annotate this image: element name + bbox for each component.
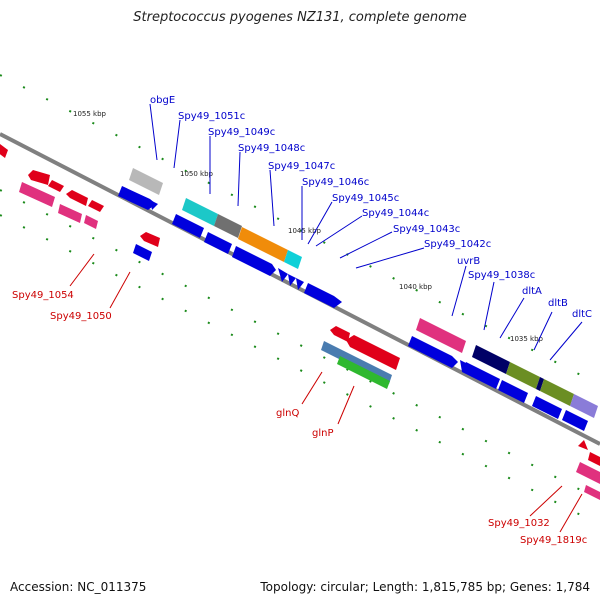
gene-feature[interactable]: [284, 250, 302, 269]
gene-feature[interactable]: [232, 246, 276, 276]
gene-feature[interactable]: [540, 379, 574, 406]
gene-label: Spy49_1043c: [393, 224, 460, 235]
gene-feature[interactable]: [588, 452, 600, 466]
gene-feature[interactable]: [133, 244, 152, 261]
gene-feature[interactable]: [58, 204, 82, 223]
gene-feature[interactable]: [19, 182, 55, 207]
topology-text: Topology: circular; Length: 1,815,785 bp…: [260, 580, 590, 594]
gene-feature[interactable]: [204, 232, 232, 254]
gene-feature[interactable]: [416, 318, 466, 353]
gene-feature[interactable]: [506, 362, 540, 389]
gene-label: dltC: [572, 309, 592, 320]
gene-features: [0, 144, 600, 500]
gene-label: Spy49_1042c: [424, 239, 491, 250]
gene-feature[interactable]: [536, 377, 544, 391]
gene-feature[interactable]: [576, 462, 600, 484]
gene-feature[interactable]: [0, 144, 8, 158]
gene-feature[interactable]: [460, 360, 468, 372]
tick-label: 1045 kbp: [288, 227, 322, 235]
gene-feature[interactable]: [214, 214, 242, 238]
tick-label: 1050 kbp: [180, 170, 214, 178]
gene-label: Spy49_1038c: [468, 270, 535, 281]
gene-feature[interactable]: [498, 380, 528, 403]
genome-backbone: [0, 132, 600, 446]
gene-feature[interactable]: [129, 168, 163, 195]
map-title: Streptococcus pyogenes NZ131, complete g…: [133, 10, 467, 25]
gene-label: dltA: [522, 286, 542, 297]
gene-label: dltB: [548, 298, 568, 309]
gene-label: Spy49_1047c: [268, 161, 335, 172]
gene-label: Spy49_1050: [50, 311, 112, 322]
gene-feature[interactable]: [150, 200, 158, 210]
gene-feature[interactable]: [278, 268, 288, 282]
gene-feature[interactable]: [66, 190, 88, 206]
gene-label: Spy49_1046c: [302, 177, 369, 188]
gene-label: glnQ: [276, 408, 299, 419]
gene-feature[interactable]: [296, 278, 304, 290]
gene-label: Spy49_1045c: [332, 193, 399, 204]
gene-feature[interactable]: [570, 394, 598, 418]
gene-feature[interactable]: [578, 440, 588, 450]
gene-label: uvrB: [457, 256, 480, 267]
tick-label: 1040 kbp: [399, 283, 433, 291]
tick-label: 1035 kbp: [510, 335, 544, 343]
gene-label: Spy49_1044c: [362, 208, 429, 219]
gene-label: Spy49_1054: [12, 290, 74, 301]
gene-label: glnP: [312, 428, 334, 439]
accession-text: Accession: NC_011375: [10, 580, 147, 594]
gene-feature[interactable]: [462, 362, 500, 389]
gene-label: Spy49_1048c: [238, 143, 305, 154]
gene-feature[interactable]: [140, 232, 160, 247]
gene-feature[interactable]: [84, 215, 98, 229]
gene-feature[interactable]: [562, 410, 588, 431]
gene-feature[interactable]: [330, 326, 350, 342]
gene-feature[interactable]: [48, 180, 64, 192]
gene-feature[interactable]: [28, 170, 50, 185]
gene-label: Spy49_1032: [488, 518, 550, 529]
gene-feature[interactable]: [182, 198, 218, 226]
gene-feature[interactable]: [172, 214, 204, 238]
gene-feature[interactable]: [532, 396, 562, 419]
forward-labels: obgE Spy49_1051c Spy49_1049c Spy49_1048c…: [150, 95, 592, 320]
gene-label: Spy49_1051c: [178, 111, 245, 122]
gene-feature[interactable]: [88, 200, 104, 212]
leader-lines: [69, 103, 583, 533]
gene-feature[interactable]: [346, 335, 400, 370]
gene-label: Spy49_1049c: [208, 127, 275, 138]
gene-feature[interactable]: [118, 186, 156, 210]
gene-label: Spy49_1819c: [520, 535, 587, 546]
gene-feature[interactable]: [408, 336, 458, 368]
gene-feature[interactable]: [472, 345, 510, 374]
tick-label: 1055 kbp: [73, 110, 107, 118]
reverse-labels: Spy49_1054 Spy49_1050 glnQ glnP Spy49_10…: [12, 290, 587, 546]
gene-feature[interactable]: [288, 274, 296, 286]
gene-feature[interactable]: [584, 485, 600, 500]
gene-feature[interactable]: [238, 227, 288, 262]
gene-feature[interactable]: [337, 356, 390, 389]
gene-label: obgE: [150, 95, 175, 106]
gene-feature[interactable]: [304, 283, 342, 308]
